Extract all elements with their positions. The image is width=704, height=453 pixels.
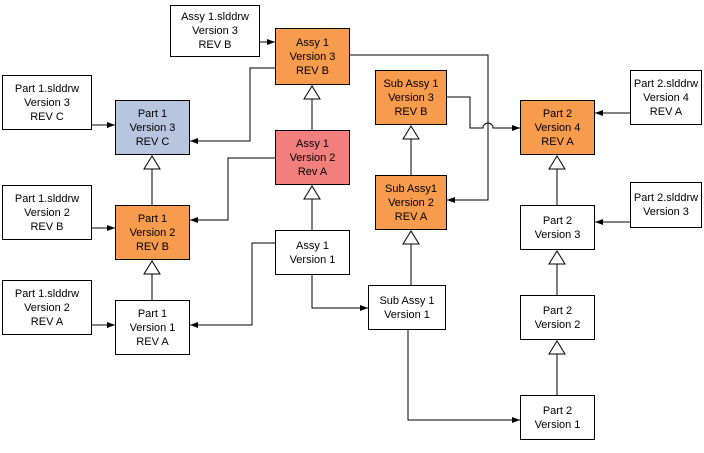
node-label: Assy 1: [295, 239, 329, 252]
node-label: REV B: [295, 64, 329, 77]
node-label: Version 1: [129, 321, 176, 334]
node-label: Part 2.slddrw: [633, 77, 699, 90]
node-label: Assy 1: [295, 36, 329, 49]
node-label: Part 1: [137, 107, 168, 120]
node-label: Sub Assy1: [385, 182, 437, 195]
node-label: Version 2: [388, 196, 434, 209]
node-label: REV A: [541, 135, 574, 148]
node-label: Assy 1.slddrw: [181, 11, 249, 23]
node-label: Version 3: [289, 50, 336, 63]
node-label: Version 3: [129, 121, 176, 134]
node-label: Part 1: [137, 307, 168, 320]
node-label: Version 3: [388, 91, 434, 104]
node-label: REV A: [30, 315, 64, 328]
node-label: Part 2.slddrw: [633, 192, 699, 204]
node-label: REV B: [30, 220, 64, 233]
node-label: Version 2: [289, 151, 336, 164]
node-label: Version 3: [24, 96, 70, 109]
node-label: Part 2: [542, 404, 573, 417]
node-label: Version 3: [192, 25, 238, 37]
node-label: REV C: [30, 110, 64, 123]
node-label: REV A: [394, 210, 428, 223]
node-label: Part 2: [542, 214, 573, 227]
node-label: Version 3: [534, 228, 581, 241]
node-label: Version 2: [129, 226, 176, 239]
node-label: Part 2: [542, 304, 573, 317]
node-label: Sub Assy 1: [379, 294, 435, 307]
node-label: REV A: [136, 335, 169, 348]
node-label: Rev A: [297, 165, 328, 178]
node-label: Assy 1: [295, 137, 329, 150]
node-label: Part 1: [137, 212, 168, 225]
node-label: Version 1: [289, 253, 336, 266]
node-label: REV C: [135, 135, 170, 148]
node-label: Sub Assy 1: [383, 77, 439, 90]
node-label: Version 2: [24, 206, 70, 219]
node-label: Part 2: [542, 107, 573, 120]
node-label: Part 1.slddrw: [14, 192, 80, 205]
node-label: Version 4: [643, 91, 689, 104]
node-label: Version 1: [384, 308, 430, 321]
node-label: Version 4: [534, 121, 581, 134]
node-label: Part 1.slddrw: [14, 287, 80, 300]
node-label: Version 1: [534, 418, 581, 431]
node-label: Version 3: [643, 206, 689, 218]
node-label: REV B: [135, 240, 169, 253]
node-label: REV B: [198, 39, 232, 51]
node-label: Version 2: [534, 318, 581, 331]
node-label: REV B: [394, 105, 428, 118]
node-label: Part 1.slddrw: [14, 82, 80, 95]
node-label: REV A: [649, 105, 683, 118]
node-label: Version 2: [24, 301, 70, 314]
